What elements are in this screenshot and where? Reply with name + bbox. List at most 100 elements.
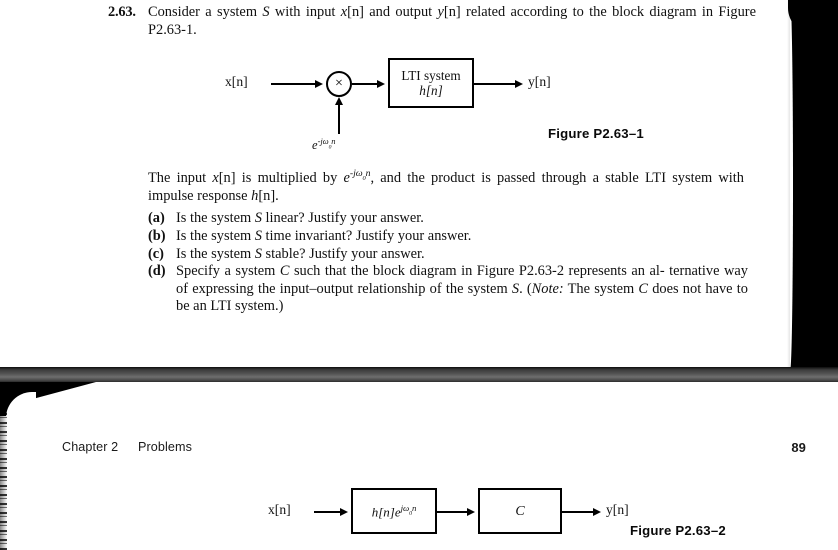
- problem-number: 2.63.: [108, 4, 136, 20]
- para-exp: -jω: [349, 168, 363, 179]
- para-part-d: [n].: [258, 187, 279, 204]
- figure1-caption: Figure P2.63–1: [548, 126, 644, 141]
- item-d-note-label: Note:: [531, 280, 564, 297]
- statement-part-2: with input: [269, 4, 341, 20]
- page-top-edge: [786, 0, 793, 369]
- para-exp-n: n: [365, 168, 371, 179]
- item-tag-c: (c): [148, 245, 164, 262]
- para-symbol-x: x: [212, 169, 219, 186]
- item-c-post: stable? Justify your answer.: [261, 245, 425, 262]
- scan-void-corner: [788, 0, 838, 34]
- figure2-block1-label: h[n]ejω0n: [372, 501, 417, 522]
- item-tag-d: (d): [148, 263, 166, 280]
- item-tag-b: (b): [148, 227, 166, 244]
- figure2-block1-exponent-sub: 0: [409, 510, 412, 517]
- figure1-multiplier-node: [326, 71, 352, 97]
- figure-p2-63-2-diagram: x[n] h[n]ejω0n C y[n]: [268, 488, 629, 540]
- statement-part-4: [n] related according to the block diagr…: [148, 4, 756, 38]
- figure1-arrowhead-input: [315, 79, 323, 88]
- figure1-lti-line2: h[n]: [419, 83, 443, 98]
- figure1-lti-block: LTI system h[n]: [388, 58, 474, 108]
- figure2-arrowhead-output: [593, 507, 601, 516]
- figure1-wire-mid: [352, 83, 380, 85]
- figure2-arrowhead-input: [340, 507, 348, 516]
- figure1-wire-output: [474, 83, 518, 85]
- item-c-symbol: S: [254, 245, 262, 262]
- para-part-c: , and the product is passed through a st…: [148, 169, 744, 204]
- figure1-lti-line1: LTI system: [401, 68, 461, 83]
- problem-paragraph: The input x[n] is multiplied by e-jω0n, …: [148, 165, 744, 205]
- figure2-wire-mid: [437, 511, 471, 513]
- figure2-caption: Figure P2.63–2: [630, 523, 726, 538]
- item-b-pre: Is the system: [176, 227, 255, 244]
- list-item: (a) Is the system S linear? Justify your …: [148, 210, 748, 227]
- carrier-exponent-sub: 0: [328, 144, 332, 151]
- figure1-input-label: x[n]: [225, 74, 248, 89]
- figure1-arrowhead-output: [515, 79, 523, 88]
- figure2-block2-label: C: [515, 503, 525, 519]
- list-item: (d) Specify a system C such that the bloc…: [148, 263, 748, 315]
- item-d-frag-6: system: [594, 280, 639, 297]
- figure2-wire-output: [562, 511, 596, 513]
- para-part-b: [n] is multiplied by: [218, 169, 344, 186]
- statement-part-3: [n] and output: [347, 4, 438, 20]
- figure2-output-label: y[n]: [606, 502, 629, 517]
- figure1-carrier-label: e-jω0n: [312, 136, 336, 153]
- para-part-a: The input: [148, 169, 213, 186]
- scan-left-margin-noise: [0, 404, 7, 550]
- para-symbol-h: h: [251, 187, 259, 204]
- page-top: 2.63.Consider a system S with input x[n]…: [0, 0, 793, 369]
- item-d-frag-1: Specify a system: [176, 263, 280, 280]
- para-exp-base: e: [343, 169, 350, 186]
- problem-statement: 2.63. Consider a system S with input x[n]…: [108, 4, 756, 39]
- item-d-symbol-C1: C: [279, 263, 290, 280]
- page-top-edge-shadow: [787, 0, 790, 369]
- symbol-S: S: [262, 4, 270, 20]
- item-d-frag-4: . (: [519, 280, 532, 297]
- problem-block: 2.63. Consider a system S with input x[n]…: [108, 4, 756, 39]
- figure2-block-1: h[n]ejω0n: [351, 488, 437, 534]
- multiply-icon: ×: [335, 76, 343, 91]
- figure-p2-63-1-diagram: x[n] × e-jω0n LTI system h[n]: [225, 52, 555, 152]
- item-d-frag-3: ternative way of expressing the input–ou…: [176, 263, 748, 297]
- symbol-y: y: [437, 4, 444, 20]
- carrier-exponent: -jω: [317, 136, 329, 146]
- figure2-wire-input: [314, 511, 344, 513]
- figure2-block1-exponent-n: n: [411, 502, 417, 513]
- figure1-arrowhead-mid: [377, 79, 385, 88]
- figure1-output-label: y[n]: [528, 74, 551, 89]
- carrier-exponent-n: n: [331, 136, 336, 146]
- page-bottom: Chapter 2 Problems 89 x[n] h[n]ejω0n C: [0, 382, 838, 550]
- carrier-base: e: [312, 138, 318, 153]
- list-item: (b) Is the system S time invariant? Justi…: [148, 228, 748, 245]
- item-c-pre: Is the system: [176, 245, 255, 262]
- running-head-chapter: Chapter 2: [62, 440, 119, 454]
- item-a-pre: Is the system: [176, 210, 255, 226]
- symbol-x: x: [340, 4, 348, 20]
- item-d-frag-7: does not have to be an LTI system.): [176, 280, 748, 314]
- item-d-symbol-S: S: [511, 280, 520, 297]
- figure2-arrowhead-mid: [467, 507, 475, 516]
- item-b-post: time invariant? Justify your answer.: [261, 227, 472, 244]
- problem-items-list: (a) Is the system S linear? Justify your …: [148, 210, 748, 316]
- page-gutter-band: [0, 367, 838, 383]
- item-a-post: linear? Justify your answer.: [261, 210, 424, 226]
- figure1-wire-carrier: [338, 102, 340, 134]
- item-tag-a: (a): [148, 210, 165, 226]
- item-a-symbol: S: [254, 210, 262, 226]
- list-item: (c) Is the system S stable? Justify your …: [148, 246, 748, 263]
- statement-part-1: Consider a system: [148, 4, 263, 20]
- figure2-block1-exponent: jω: [400, 502, 410, 513]
- figure1-arrowhead-carrier: [334, 97, 343, 105]
- item-b-symbol: S: [254, 227, 262, 244]
- figure2-block-2: C: [478, 488, 562, 534]
- item-d-frag-5: The: [563, 280, 590, 297]
- item-d-frag-2: such that the block diagram in Figure P2…: [289, 263, 665, 280]
- running-head-section: Problems: [138, 440, 192, 454]
- figure2-block1-base: h[n]e: [371, 503, 401, 519]
- figure2-input-label: x[n]: [268, 502, 291, 517]
- figure1-wire-input: [271, 83, 317, 85]
- para-exp-sub: 0: [362, 175, 366, 183]
- item-d-symbol-C2: C: [638, 280, 648, 297]
